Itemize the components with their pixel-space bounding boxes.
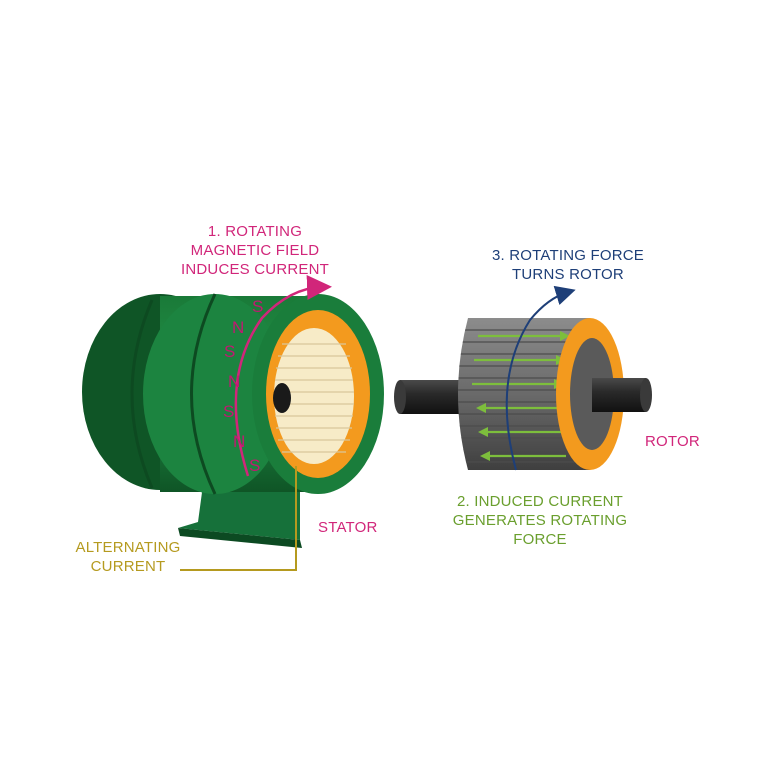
rotating-force-arrow (505, 285, 576, 471)
rotor-shaft-left (400, 380, 464, 414)
stator-windings (274, 328, 354, 464)
stator-shaft-hole (273, 383, 291, 413)
pole-label: N (232, 318, 245, 337)
rotor-shaft-right (592, 378, 646, 412)
pole-label: N (228, 372, 241, 391)
pole-label: S (249, 456, 261, 475)
rotor-label: ROTOR (645, 433, 700, 450)
pole-label: S (223, 402, 235, 421)
pole-label: S (252, 297, 264, 316)
step1-label: 1. ROTATING MAGNETIC FIELD INDUCES CURRE… (180, 223, 329, 278)
stator-body (82, 274, 384, 548)
induced-current-arrows (472, 331, 570, 461)
rotor-assembly (394, 285, 652, 471)
ac-leader-line (180, 466, 297, 571)
pole-label: S (224, 342, 236, 361)
pole-label: N (233, 432, 246, 451)
ac-label: ALTERNATING CURRENT (75, 539, 181, 575)
stator-label: STATOR (318, 519, 378, 536)
magnetic-field-arrow (234, 274, 332, 477)
step2-label: 2. INDUCED CURRENT GENERATES ROTATING FO… (452, 493, 628, 548)
step3-label: 3. ROTATING FORCE TURNS ROTOR (491, 247, 645, 283)
